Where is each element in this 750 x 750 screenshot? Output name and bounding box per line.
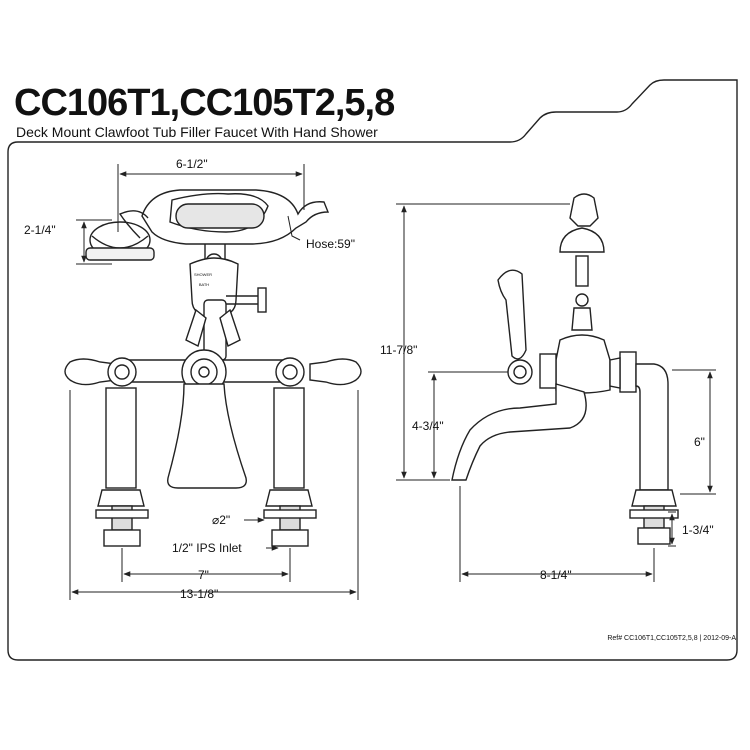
dim-spout-reach: 8-1/4" <box>540 568 572 582</box>
dim-spout-height: 4-3/4" <box>412 419 444 433</box>
dim-overall-height: 11-7/8" <box>380 343 417 357</box>
front-view <box>64 189 362 547</box>
dim-centers: 7" <box>198 568 209 582</box>
dim-width-top: 6-1/2" <box>176 157 208 171</box>
product-description: Deck Mount Clawfoot Tub Filler Faucet Wi… <box>16 124 378 140</box>
model-title: CC106T1,CC105T2,5,8 <box>14 82 395 124</box>
left-handle <box>64 357 137 387</box>
front-spout <box>167 383 247 489</box>
side-view <box>451 193 679 545</box>
inlet-diameter: ⌀2" <box>212 513 230 527</box>
side-spout <box>451 383 587 481</box>
side-dimensions <box>396 203 716 582</box>
dim-shower-height: 2-1/4" <box>24 223 56 237</box>
hose-length: Hose:59" <box>306 237 355 251</box>
inlet-size: 1/2" IPS Inlet <box>172 541 242 555</box>
front-dimensions <box>69 164 359 600</box>
right-handle <box>275 357 362 387</box>
valve-label-bath: BATH <box>199 282 209 287</box>
dim-overall-width: 13-1/8" <box>180 587 218 601</box>
valve-label-shower: SHOWER <box>194 272 212 277</box>
diverter-valve <box>185 257 267 361</box>
sheet-border <box>7 79 738 661</box>
dim-riser-height: 6" <box>694 435 705 449</box>
reference-number: Ref# CC106T1,CC105T2,5,8 | 2012-09-A <box>607 635 736 642</box>
dim-base-height: 1-3/4" <box>682 523 714 537</box>
